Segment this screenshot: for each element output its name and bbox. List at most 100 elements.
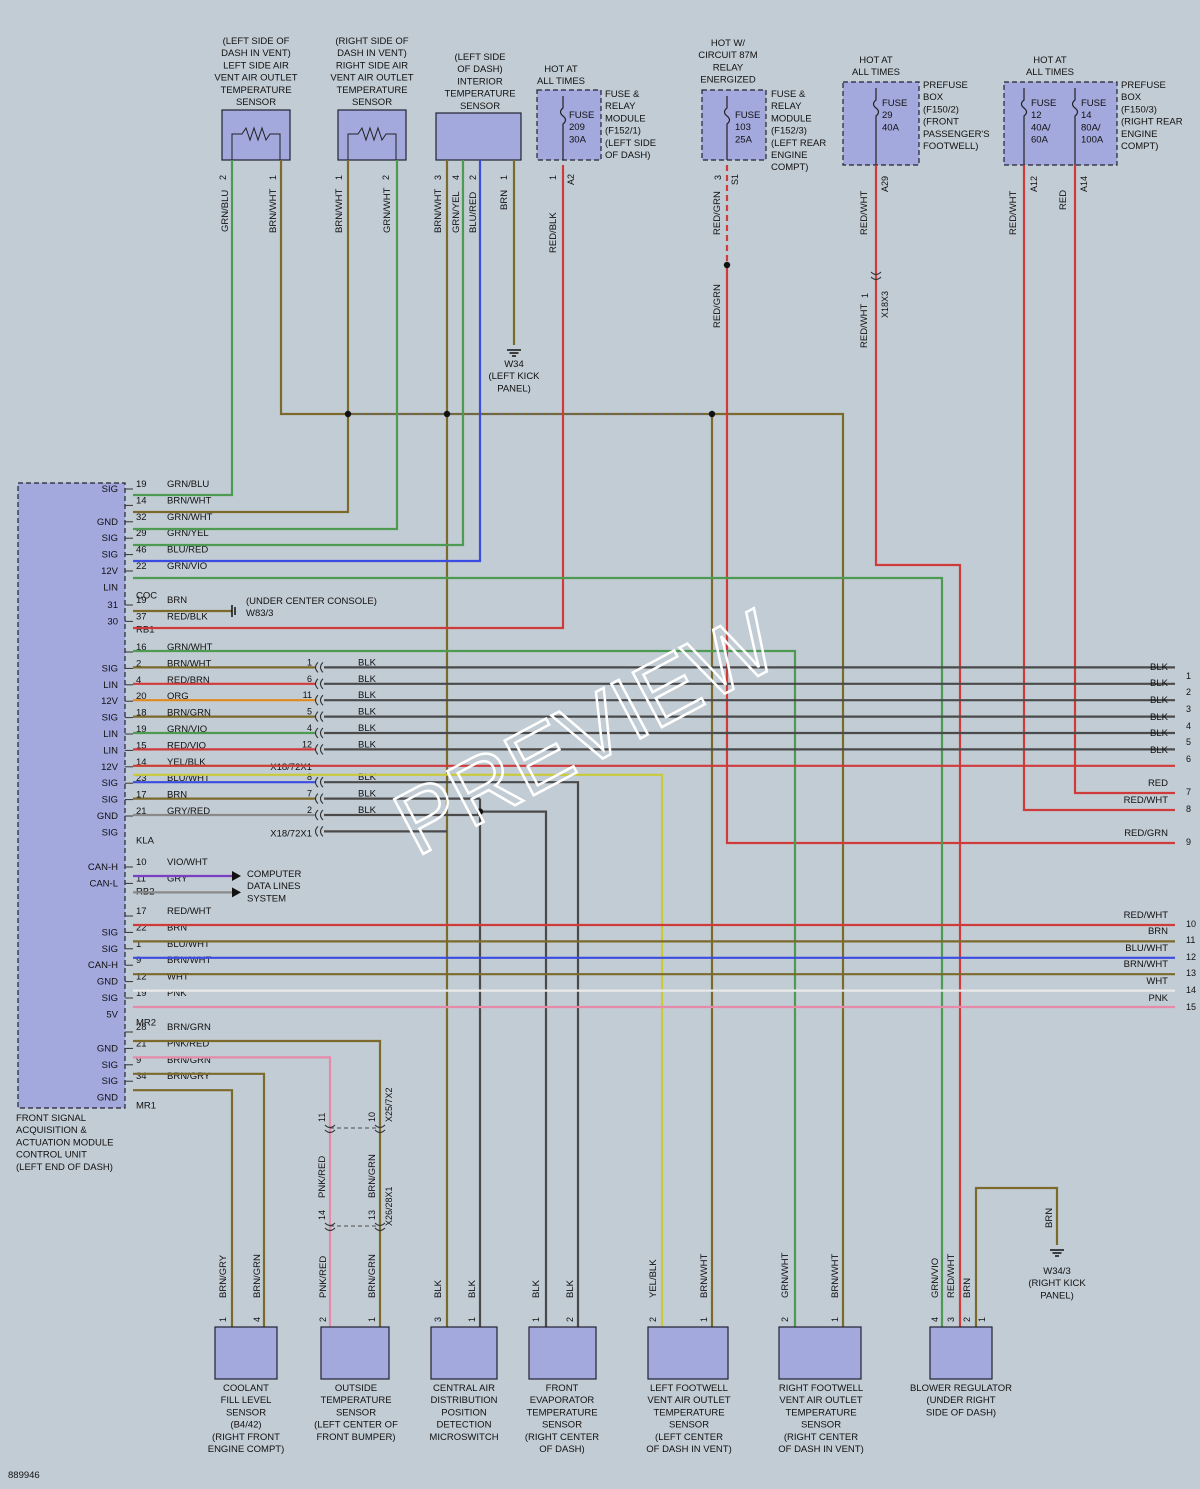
module-pin: 21 <box>136 806 147 817</box>
module-wire-label: GRN/YEL <box>167 528 209 539</box>
vertical-wire-label: BRN <box>1044 1208 1055 1228</box>
connector-id: X18X3 <box>880 291 890 318</box>
fuse-29-rating-line: FUSE <box>882 98 907 109</box>
right-vent-sensor-label-line: VENT AIR OUTLET <box>330 73 413 84</box>
module-wire-label: GRN/VIO <box>167 561 207 572</box>
vertical-wire-label: RED/BLK <box>548 212 559 253</box>
module-pin: 19 <box>136 595 147 606</box>
wire-brn-wht <box>133 414 350 514</box>
right-edge-wire-label: RED <box>1148 778 1168 789</box>
connector-id: A29 <box>880 176 890 192</box>
wire-blu-red <box>133 160 482 563</box>
right-vent-sensor-label-line: SENSOR <box>352 97 392 108</box>
x18-72-connector-icon <box>319 744 324 755</box>
module-label-line: FRONT SIGNAL <box>16 1113 86 1124</box>
left-footwell-sensor-label-line: VENT AIR OUTLET <box>647 1395 730 1406</box>
fuse-icon <box>1020 88 1028 165</box>
pin-number: 2 <box>780 1317 790 1322</box>
fuse-209-box <box>536 89 602 161</box>
pin-number: 10 <box>367 1112 377 1122</box>
module-wire-label: VIO/WHT <box>167 857 208 868</box>
module-wire-label: RED/BLK <box>167 611 208 622</box>
x18-72-connector-icon <box>319 678 324 690</box>
left-footwell-sensor-label-line: TEMPERATURE <box>653 1407 724 1418</box>
blower-regulator-label-line: BLOWER REGULATOR <box>910 1383 1012 1394</box>
central-air-switch-label-line: DETECTION <box>437 1420 492 1431</box>
x18-72-connector-icon <box>319 694 324 706</box>
module-terminal: GND <box>97 1093 118 1104</box>
module-pin: 19 <box>136 479 147 490</box>
right-edge-wire-label: RED/GRN <box>1124 828 1168 839</box>
vertical-wire-label: BRN/WHT <box>334 188 345 233</box>
interior-sensor-label-line: (LEFT SIDE <box>454 52 505 63</box>
right-edge-number: 12 <box>1186 952 1196 962</box>
pin-number: 4 <box>451 175 461 180</box>
wire-label: BLK <box>358 690 377 701</box>
pin-number: 4 <box>307 723 312 733</box>
blower-regulator-label-line: (UNDER RIGHT <box>926 1395 995 1406</box>
fuse-103-label-line: FUSE & <box>771 89 806 100</box>
wire-label: BLK <box>358 707 377 718</box>
wire-red-7 <box>1073 165 1175 795</box>
module-pin: 1 <box>136 939 141 950</box>
right-vent-sensor-label-line: DASH IN VENT) <box>337 48 407 59</box>
ground-w34-label-line: W34 <box>504 359 524 370</box>
right-vent-sensor-label-line: TEMPERATURE <box>336 85 407 96</box>
module-wire-label: BRN/GRY <box>167 1071 211 1082</box>
fuse-12-14-label-line: COMPT) <box>1121 141 1158 152</box>
vertical-wire-label: BRN/WHT <box>830 1253 841 1298</box>
fuse-103-label-line: MODULE <box>771 113 812 124</box>
x18-72-connector-icon <box>314 678 319 690</box>
x18-72-connector-icon <box>314 727 319 739</box>
module-pin: 20 <box>136 691 147 702</box>
right-footwell-sensor-label-line: RIGHT FOOTWELL <box>779 1383 863 1394</box>
x18-72-connector-icon <box>319 793 324 804</box>
fuse-29-box <box>842 81 920 166</box>
splice-dot <box>344 410 352 418</box>
x18-72-connector-icon <box>314 711 319 722</box>
module-wire-label: RED/BRN <box>167 675 210 686</box>
vertical-wire-label: BRN/GRN <box>252 1254 263 1298</box>
module-terminal: CAN-H <box>88 862 118 873</box>
pin-number: 2 <box>565 1317 575 1322</box>
vertical-wire-label: BRN <box>962 1278 973 1298</box>
pin-number: 14 <box>317 1210 327 1220</box>
fuse-209-label-line: (LEFT SIDE <box>605 138 656 149</box>
right-edge-number: 7 <box>1186 787 1191 797</box>
module-connector-name: MR1 <box>136 1101 156 1112</box>
module-pin: 4 <box>136 675 141 686</box>
front-evap-sensor-label-line: TEMPERATURE <box>526 1407 597 1418</box>
pin-number: 3 <box>946 1317 956 1322</box>
module-label-line: ACTUATION MODULE <box>16 1137 113 1148</box>
fuse-icon <box>559 96 567 160</box>
pin-number: 2 <box>381 175 391 180</box>
module-pin: 19 <box>136 724 147 735</box>
wire-label: BLK <box>358 805 377 816</box>
ground-w343-label-line: W34/3 <box>1043 1266 1070 1277</box>
x25-connector-icon <box>324 1129 336 1134</box>
module-terminal: SIG <box>102 927 118 938</box>
fuse-12-14-header-line: HOT AT <box>1033 55 1067 66</box>
x18-72-connector-icon <box>319 711 324 722</box>
x18-72-connector-icon <box>314 793 319 804</box>
front-evap-sensor-label-line: FRONT <box>546 1383 579 1394</box>
fuse-29-label-line: (F150/2) <box>923 104 959 115</box>
right-edge-number: 6 <box>1186 754 1191 764</box>
module-wire-label: BRN/GRN <box>167 1022 211 1033</box>
module-pin: 29 <box>136 528 147 539</box>
right-edge-wire-label: BLK <box>1150 728 1169 739</box>
ground-w34-label-line: PANEL) <box>497 383 531 394</box>
arrow-icon <box>232 887 241 898</box>
pin-number: 7 <box>307 789 312 799</box>
fuse-103-rating-line: 103 <box>735 122 751 133</box>
fuse-29-label-line: FOOTWELL) <box>923 141 978 152</box>
module-wire-label: BRN/WHT <box>167 955 212 966</box>
right-edge-number: 11 <box>1186 935 1195 945</box>
vertical-wire-label: GRN/WHT <box>780 1252 791 1298</box>
